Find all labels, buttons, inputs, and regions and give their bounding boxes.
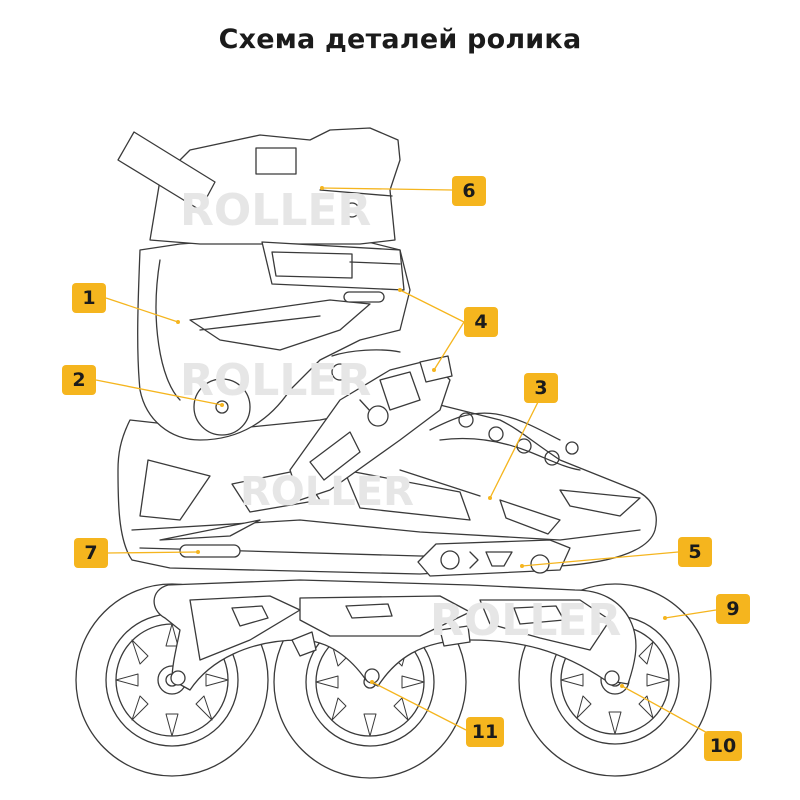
watermark-text-low: ROLLER [240, 469, 414, 515]
liner-top [117, 127, 401, 245]
heel-plate [417, 539, 571, 577]
leader-lines [95, 187, 721, 741]
watermark: ROLLER ROLLER ROLLER ROLLER [180, 185, 621, 646]
leader-dots [176, 186, 667, 688]
callout-2: 2 [62, 365, 96, 395]
callout-6: 6 [452, 176, 486, 206]
watermark-text-top: ROLLER [180, 185, 371, 236]
heel-slot [179, 544, 241, 558]
callout-10: 10 [704, 731, 742, 761]
cuff [137, 237, 411, 441]
watermark-text-mid: ROLLER [180, 355, 371, 406]
diagram-title: Схема деталей ролика [218, 24, 582, 55]
frame [153, 579, 637, 691]
callout-1: 1 [72, 283, 106, 313]
callout-9: 9 [716, 594, 750, 624]
callout-5: 5 [678, 537, 712, 567]
callout-7: 7 [74, 538, 108, 568]
callout-4: 4 [464, 307, 498, 337]
laces [429, 412, 581, 471]
upper-strap [261, 241, 405, 303]
power-strap [289, 349, 453, 501]
callout-11: 11 [466, 717, 504, 747]
callout-3: 3 [524, 373, 558, 403]
watermark-text-frame: ROLLER [430, 595, 621, 646]
